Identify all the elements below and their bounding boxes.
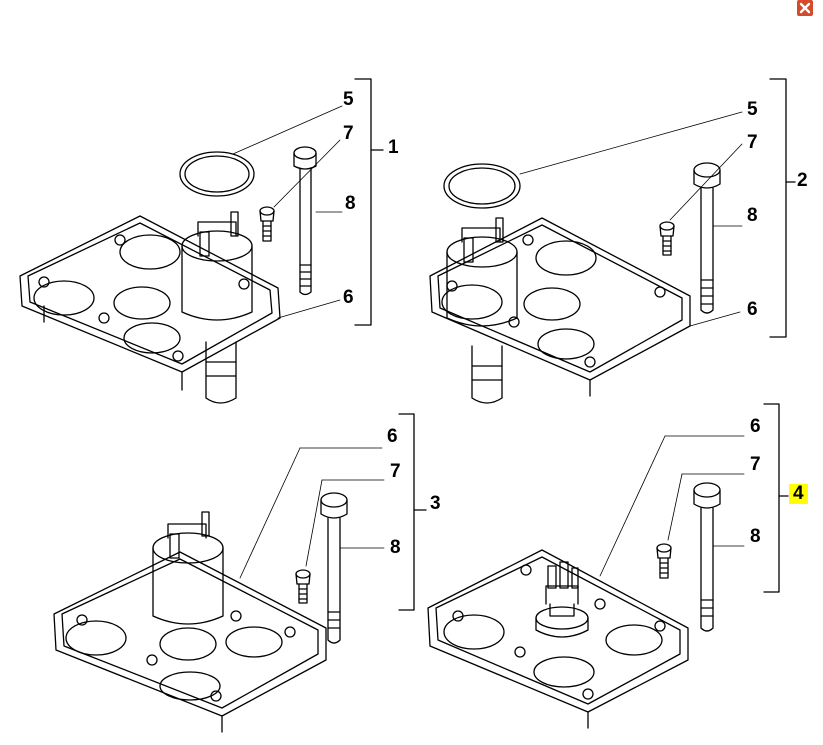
solenoid-2: [446, 217, 518, 404]
group-3-bracket: [398, 413, 415, 611]
group-label-2: 2: [797, 170, 808, 191]
callout-seal-group-1: 5: [343, 89, 354, 110]
callout-screw-group-4: 7: [750, 454, 761, 475]
group-label-3: 3: [430, 493, 441, 514]
group-label-4-highlighted[interactable]: 4: [789, 484, 808, 504]
callout-rod-group-4: 8: [750, 526, 761, 547]
screw-1: [259, 206, 275, 242]
rod-1: [293, 146, 317, 296]
group-label-1: 1: [388, 137, 399, 158]
group-1-bracket: [354, 78, 372, 326]
seal-ring-1: [179, 151, 255, 197]
callout-screw-group-2: 7: [747, 132, 758, 153]
callout-rod-group-3: 8: [390, 537, 401, 558]
assembly-1-drawing: [19, 78, 384, 404]
screw-2: [659, 221, 675, 256]
group-2-bracket: [769, 78, 787, 338]
close-icon: [799, 2, 811, 14]
close-button[interactable]: [797, 0, 813, 16]
callout-cover-group-2: 6: [747, 299, 758, 320]
callout-screw-group-1: 7: [343, 123, 354, 144]
solenoid-3: [152, 511, 224, 625]
screw-3: [295, 569, 311, 604]
rod-3: [320, 492, 348, 644]
cover-plate-4: [427, 549, 689, 729]
screw-4: [656, 543, 672, 579]
callout-cover-group-4: 6: [750, 416, 761, 437]
callout-rod-group-1: 8: [345, 193, 356, 214]
rod-2: [693, 162, 721, 314]
assembly-2-drawing: [429, 78, 796, 404]
rod-4: [693, 482, 721, 632]
group-4-bracket: [763, 403, 780, 593]
callout-rod-group-2: 8: [747, 205, 758, 226]
connector-4: [535, 561, 589, 638]
cover-plate-1: [19, 215, 281, 391]
cover-plate-2: [429, 217, 691, 397]
callout-screw-group-3: 7: [390, 461, 401, 482]
solenoid-1: [181, 211, 253, 404]
callout-seal-group-2: 5: [747, 99, 758, 120]
callout-cover-group-1: 6: [343, 287, 354, 308]
cover-plate-3: [53, 551, 327, 733]
seal-ring-2: [443, 163, 521, 209]
assembly-3-drawing: [53, 413, 427, 733]
assembly-4-drawing: [427, 403, 789, 729]
callout-cover-group-3: 6: [387, 426, 398, 447]
